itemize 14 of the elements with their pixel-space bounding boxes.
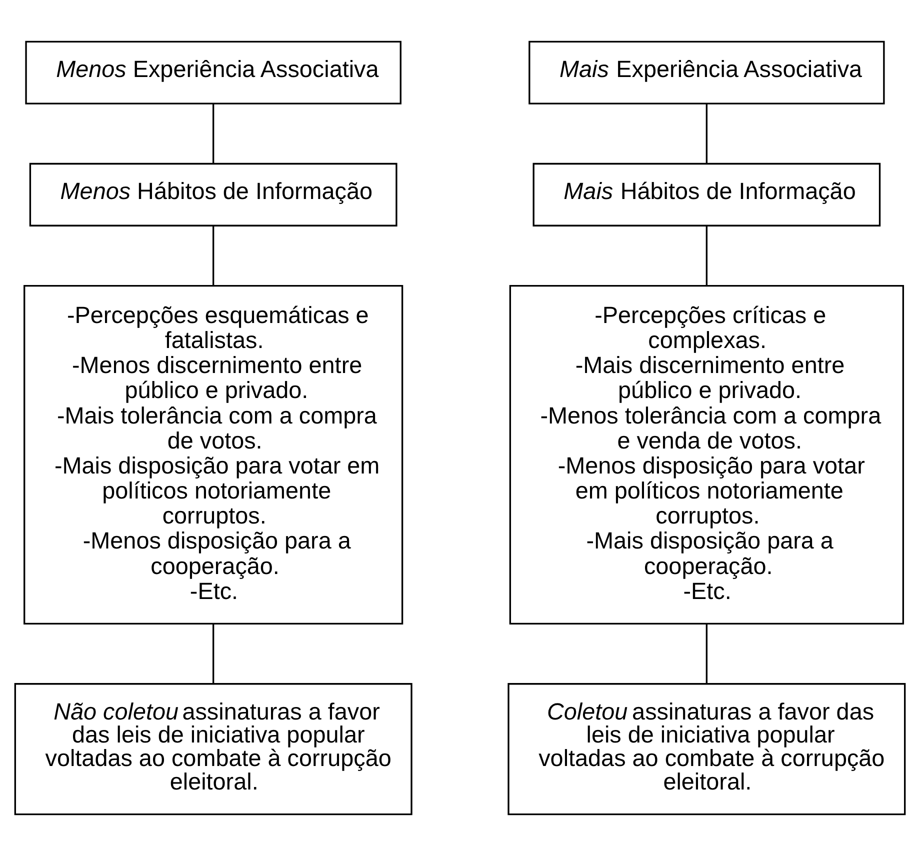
node-box: -Percepções esquemáticas e fatalistas. -Menos discernimento entre público e privado. -Mais tolerância com a compra de votos. -Mais disposição para votar em políticos notoriamente corruptos. -Menos disposição para a cooperação. -Etc. xyxy=(24,285,404,624)
connector xyxy=(212,104,214,164)
node-box: Mais Hábitos de Informação xyxy=(532,162,881,226)
node-box: Menos Hábitos de Informação xyxy=(29,162,398,226)
connector xyxy=(212,226,214,286)
connector xyxy=(706,226,708,286)
node-box: Coletou assinaturas a favor das leis de iniciativa popular voltadas ao combate à corrupção eleitoral. xyxy=(508,683,906,816)
node-box: -Percepções críticas e complexas. -Mais discernimento entre público e privado. -Menos tolerância com a compra e venda de votos. -Menos disposição para votar em políticos notoriamente corruptos. -Mais disposição para a cooperação. -Etc. xyxy=(509,285,904,624)
connector xyxy=(212,624,214,684)
connector xyxy=(706,624,708,684)
node-box: Mais Experiência Associativa xyxy=(528,40,885,104)
node-box: Menos Experiência Associativa xyxy=(25,40,402,104)
connector xyxy=(706,104,708,164)
node-box: Não coletou assinaturas a favor das leis de iniciativa popular voltadas ao combate à corrupção eleitoral. xyxy=(14,683,412,816)
